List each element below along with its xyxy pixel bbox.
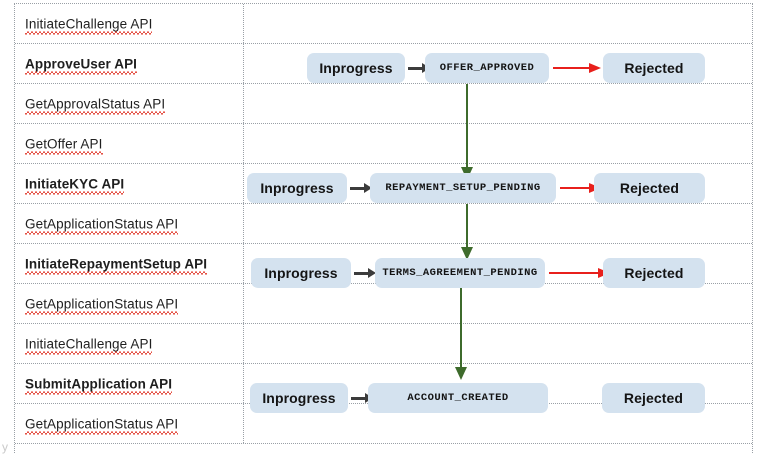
table-row: InitiateKYC API	[15, 164, 752, 204]
api-name-label: SubmitApplication API	[25, 376, 173, 394]
api-name-cell: ApproveUser API	[15, 44, 244, 83]
state-node-repayment-setup-pending[interactable]: REPAYMENT_SETUP_PENDING	[370, 173, 556, 203]
status-node-inprogress-2[interactable]: Inprogress	[247, 173, 347, 203]
state-transition-arrow-terms-to-account	[455, 284, 468, 380]
api-name-label: GetOffer API	[25, 136, 103, 154]
reject-arrow-3	[549, 268, 610, 279]
status-node-inprogress-1[interactable]: Inprogress	[307, 53, 405, 83]
table-row: GetApprovalStatus API	[15, 84, 752, 124]
arrow-head	[364, 183, 372, 193]
state-transition-arrow-offer-to-repayment	[461, 84, 474, 180]
api-name-cell: GetApplicationStatus API	[15, 284, 244, 323]
api-name-label: InitiateRepaymentSetup API	[25, 256, 208, 274]
api-name-label: GetApplicationStatus API	[25, 296, 179, 314]
progress-arrow-3	[354, 268, 376, 279]
arrow-shaft	[466, 84, 469, 168]
api-name-cell: InitiateKYC API	[15, 164, 244, 203]
api-name-label: InitiateKYC API	[25, 176, 125, 194]
status-node-rejected-4[interactable]: Rejected	[602, 383, 705, 413]
arrow-shaft	[553, 67, 590, 70]
table-row: GetOffer API	[15, 124, 752, 164]
state-node-terms-agreement-pending[interactable]: TERMS_AGREEMENT_PENDING	[375, 258, 545, 288]
reject-arrow-1	[553, 63, 601, 74]
arrow-shaft	[408, 67, 423, 70]
api-name-cell: InitiateChallenge API	[15, 324, 244, 363]
table-row: GetApplicationStatus API	[15, 204, 752, 244]
status-node-rejected-3[interactable]: Rejected	[603, 258, 705, 288]
api-name-cell: SubmitApplication API	[15, 364, 244, 403]
api-name-label: ApproveUser API	[25, 56, 138, 74]
api-name-label: InitiateChallenge API	[25, 336, 153, 354]
arrow-shaft	[460, 284, 463, 368]
status-node-rejected-1[interactable]: Rejected	[603, 53, 705, 83]
api-name-label: GetApprovalStatus API	[25, 96, 166, 114]
arrow-shaft	[466, 204, 469, 248]
table-row: GetApplicationStatus API	[15, 284, 752, 324]
api-name-label: GetApplicationStatus API	[25, 416, 179, 434]
api-name-cell: InitiateRepaymentSetup API	[15, 244, 244, 283]
api-name-cell: GetApplicationStatus API	[15, 404, 244, 443]
api-name-cell: GetApprovalStatus API	[15, 84, 244, 123]
status-node-inprogress-4[interactable]: Inprogress	[250, 383, 348, 413]
status-node-rejected-2[interactable]: Rejected	[594, 173, 705, 203]
arrow-shaft	[354, 272, 369, 275]
table-row: InitiateChallenge API	[15, 4, 752, 44]
page-edge-artifact: y	[2, 440, 8, 454]
arrow-shaft	[350, 187, 365, 190]
arrow-head	[368, 268, 376, 278]
arrow-head	[589, 63, 601, 73]
table-row: ApproveUser API	[15, 44, 752, 84]
arrow-head	[461, 247, 473, 260]
arrow-shaft	[351, 397, 366, 400]
state-node-offer-approved[interactable]: OFFER_APPROVED	[425, 53, 549, 83]
progress-arrow-2	[350, 183, 372, 194]
arrow-shaft	[560, 187, 590, 190]
status-node-inprogress-3[interactable]: Inprogress	[251, 258, 351, 288]
api-name-label: InitiateChallenge API	[25, 16, 153, 34]
api-name-cell: GetApplicationStatus API	[15, 204, 244, 243]
arrow-shaft	[549, 272, 599, 275]
state-transition-arrow-repayment-to-terms	[461, 204, 474, 260]
arrow-head	[455, 367, 467, 380]
api-name-cell: InitiateChallenge API	[15, 4, 244, 43]
api-name-cell: GetOffer API	[15, 124, 244, 163]
table-row: GetApplicationStatus API	[15, 404, 752, 444]
api-state-table: InitiateChallenge API ApproveUser API Ge…	[14, 3, 753, 453]
state-node-account-created[interactable]: ACCOUNT_CREATED	[368, 383, 548, 413]
api-name-label: GetApplicationStatus API	[25, 216, 179, 234]
table-row: InitiateChallenge API	[15, 324, 752, 364]
